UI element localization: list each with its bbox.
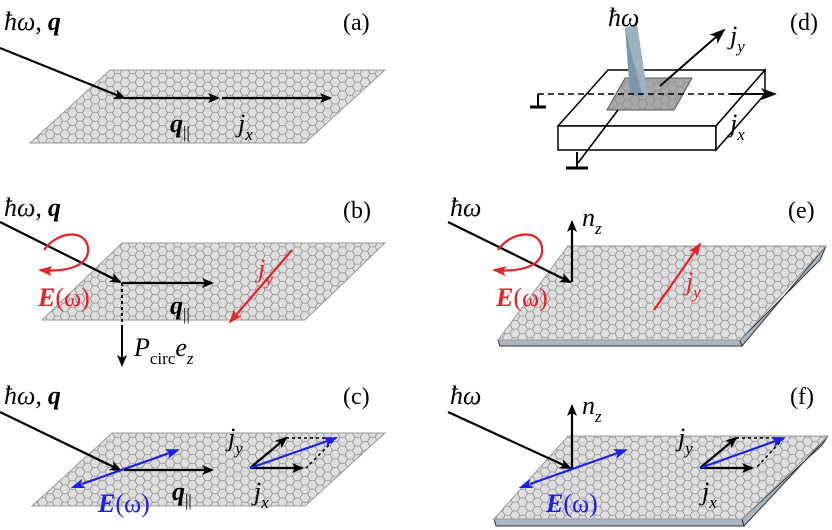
jy-label: jy — [675, 423, 693, 458]
panel-tag-d: (d) — [790, 10, 818, 36]
light-beam-shadow — [625, 28, 643, 97]
jx-label: jx — [699, 477, 717, 512]
current-jy-arrow — [699, 436, 738, 469]
circular-polarization-icon — [492, 233, 544, 277]
jx-label: jx — [235, 109, 253, 144]
current-jy-arrow — [249, 436, 288, 469]
incident-beam-arrow — [0, 411, 122, 471]
e-field-label: E(ω) — [495, 283, 548, 312]
jy-label: jy — [683, 267, 701, 302]
photon-label: ħω,q — [4, 381, 61, 410]
panel-tag-f: (f) — [790, 384, 814, 410]
panel-a: ħω,q q|| jx (a) — [0, 7, 387, 144]
graphene-lattice — [40, 242, 387, 321]
current-jy-arrow — [653, 242, 702, 311]
photon-label: ħω,q — [4, 193, 61, 222]
jy-label: jy — [255, 254, 273, 289]
substrate-slab — [497, 339, 743, 347]
graphene-lattice — [492, 435, 830, 520]
jy-label: jy — [225, 423, 243, 458]
circular-polarization-icon — [38, 233, 90, 277]
graphene-lattice — [28, 69, 387, 144]
q-parallel-label: q|| — [172, 477, 192, 510]
panel-tag-b: (b) — [343, 198, 371, 224]
jx-label: jx — [727, 109, 745, 144]
linear-polarization-arrow — [518, 448, 628, 489]
current-total-arrow — [249, 436, 338, 470]
nz-label: nz — [582, 391, 602, 426]
graphene-lattice — [497, 245, 828, 341]
panel-e: ħω E(ω) nz jy (e) — [447, 193, 828, 348]
incident-beam-arrow — [0, 46, 126, 100]
contact-bottom-wire — [577, 109, 619, 164]
panel-tag-c: (c) — [343, 384, 370, 410]
jy-label: jy — [727, 21, 745, 56]
panel-b: ħω,q E(ω) q|| jy Pcircez (b) — [0, 193, 387, 368]
current-jy-arrow — [659, 28, 726, 87]
substrate-slab — [493, 518, 745, 527]
panel-d: ħω jy jx (d) — [530, 3, 818, 170]
photon-label: ħω — [608, 3, 639, 32]
incident-beam-arrow — [447, 411, 572, 469]
photon-label: ħω,q — [4, 7, 61, 36]
incident-beam-arrow — [0, 221, 122, 283]
panel-tag-e: (e) — [788, 198, 815, 224]
e-field-label: E(ω) — [37, 283, 90, 312]
panel-f: ħω nz E(ω) jy jx (f) — [447, 381, 830, 527]
panel-c: ħω,q E(ω) q|| jy jx (c) — [0, 381, 387, 518]
p-circ-label: Pcircez — [133, 333, 194, 368]
current-total-arrow — [699, 436, 786, 470]
incident-beam-arrow — [447, 221, 572, 283]
panel-tag-a: (a) — [343, 10, 370, 36]
linear-polarization-arrow — [70, 448, 180, 489]
q-parallel-label: q|| — [170, 109, 190, 142]
q-parallel-label: q|| — [170, 291, 190, 324]
photon-label: ħω — [450, 381, 481, 410]
photon-label: ħω — [450, 193, 481, 222]
current-jy-arrow — [228, 249, 293, 324]
substrate-front — [557, 125, 717, 151]
jx-label: jx — [251, 477, 269, 512]
e-field-label: E(ω) — [97, 489, 150, 518]
light-beam — [625, 24, 648, 97]
e-field-label: E(ω) — [545, 489, 598, 518]
nz-label: nz — [582, 203, 602, 238]
